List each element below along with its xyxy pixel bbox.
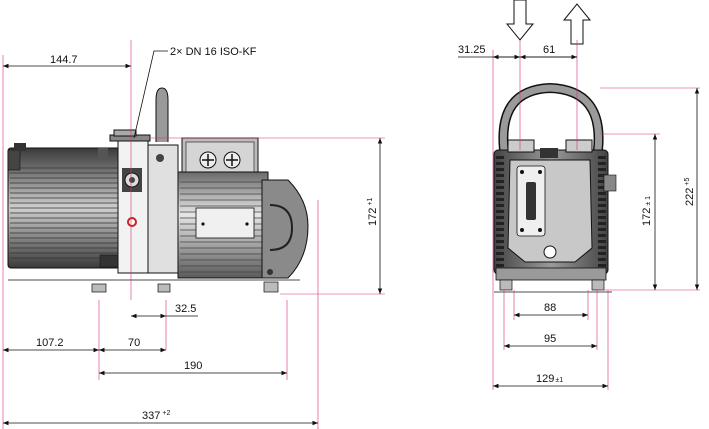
- front-fin: [496, 162, 504, 165]
- dim-337: 337+2: [142, 410, 170, 422]
- front-fin: [496, 186, 504, 189]
- front-view: 31.25 61 88 95 129±1 172± 1 222+5: [458, 0, 700, 390]
- motor: [177, 171, 309, 279]
- dim-61: 61: [543, 44, 555, 56]
- front-fin: [598, 234, 606, 237]
- dim-88: 88: [544, 302, 556, 314]
- front-fin: [496, 198, 504, 201]
- front-fin: [598, 222, 606, 225]
- front-fin: [496, 192, 504, 195]
- front-fin: [496, 204, 504, 207]
- dim-70: 70: [128, 337, 140, 349]
- side-view: 2× DN 16 ISO-KF 144.7 32.5 107.2 70 190 …: [2, 40, 385, 429]
- front-fin: [598, 186, 606, 189]
- front-fin: [598, 204, 606, 207]
- dim-222: 222+5: [684, 178, 696, 206]
- front-fin: [598, 264, 606, 267]
- front-fin: [598, 228, 606, 231]
- front-fin: [496, 228, 504, 231]
- dim-129: 129±1: [536, 373, 563, 385]
- terminal-box: [181, 137, 259, 179]
- front-fin: [496, 222, 504, 225]
- front-fin: [598, 174, 606, 177]
- front-fin: [598, 180, 606, 183]
- dim-31-25: 31.25: [458, 44, 486, 56]
- inlet-arrow-icon: [505, 0, 535, 41]
- center-housing: [109, 129, 179, 274]
- dim-95: 95: [544, 333, 556, 345]
- front-fin: [598, 162, 606, 165]
- outlet-arrow-icon: [562, 3, 592, 45]
- front-fin: [598, 168, 606, 171]
- front-fin: [496, 216, 504, 219]
- front-fin: [598, 240, 606, 243]
- front-fin: [598, 252, 606, 255]
- pump-body: [7, 143, 133, 269]
- carry-handle: [155, 87, 169, 142]
- front-fin: [496, 234, 504, 237]
- front-fin: [496, 210, 504, 213]
- front-fin: [598, 156, 606, 159]
- flange-leader: [133, 50, 168, 139]
- front-fin: [598, 198, 606, 201]
- dim-172-side: 172+1: [367, 198, 379, 226]
- front-fin: [496, 246, 504, 249]
- dim-144-7: 144.7: [50, 54, 78, 66]
- feet: [91, 281, 279, 293]
- dim-32-5: 32.5: [175, 303, 196, 315]
- front-fin: [496, 168, 504, 171]
- dim-172-front: 172± 1: [641, 196, 653, 226]
- front-fin: [496, 258, 504, 261]
- front-fin: [496, 240, 504, 243]
- front-fin: [496, 180, 504, 183]
- front-fin: [598, 246, 606, 249]
- front-fin: [496, 156, 504, 159]
- front-fin: [496, 174, 504, 177]
- dim-190: 190: [184, 360, 202, 372]
- dim-107-2: 107.2: [36, 337, 64, 349]
- front-fin: [598, 258, 606, 261]
- flange-label: 2× DN 16 ISO-KF: [170, 46, 257, 58]
- front-fin: [598, 192, 606, 195]
- front-fin: [598, 210, 606, 213]
- front-fin: [496, 264, 504, 267]
- front-fin: [598, 216, 606, 219]
- front-fin: [496, 252, 504, 255]
